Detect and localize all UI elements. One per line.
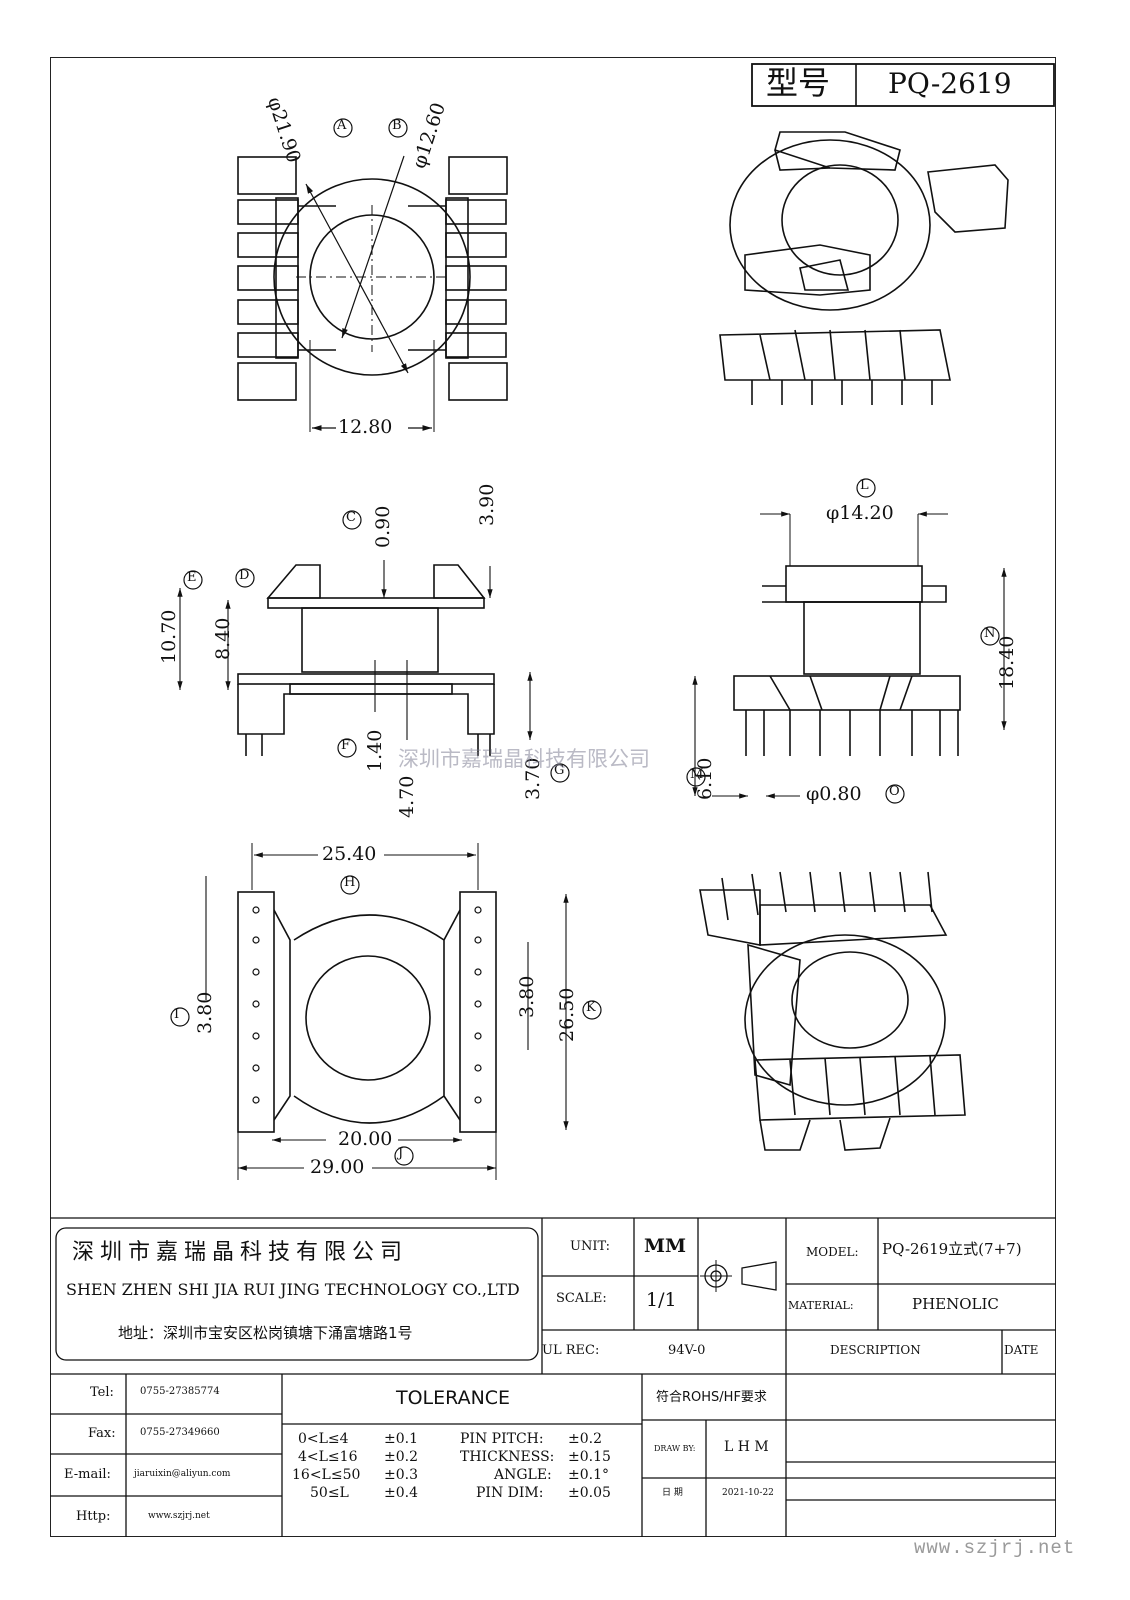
email-value[interactable]: jiaruixin@aliyun.com [134, 1469, 231, 1479]
dim-29-00: 29.00 [310, 1156, 365, 1178]
pin-pitch-value: ±0.2 [568, 1431, 602, 1447]
material-value: PHENOLIC [912, 1295, 999, 1313]
tol-value-1: ±0.1 [384, 1431, 418, 1447]
fax-label: Fax: [88, 1426, 116, 1441]
thickness-label: THICKNESS: [460, 1449, 555, 1465]
company-name-cn: 深圳市嘉瑞晶科技有限公司 [72, 1240, 409, 1265]
tol-range-1: 0<L≤4 [298, 1431, 349, 1447]
approval-date-value: 2021-10-22 [722, 1488, 774, 1498]
marker-m: M [690, 767, 704, 782]
marker-i: I [174, 1007, 180, 1022]
dim-12-80: 12.80 [338, 416, 393, 438]
marker-o: O [889, 784, 900, 799]
scale-value: 1/1 [646, 1289, 677, 1311]
draw-by-value: L H M [724, 1439, 769, 1455]
dim-10-70: 10.70 [158, 609, 180, 664]
type-label: 型号 [766, 64, 831, 102]
http-label: Http: [76, 1509, 111, 1524]
dim-0-90: 0.90 [372, 505, 394, 548]
dim-3-80-right: 3.80 [516, 975, 538, 1018]
dim-8-40: 8.40 [212, 617, 234, 660]
dim-1-40: 1.40 [364, 729, 386, 772]
approval-date-label: 日 期 [662, 1488, 683, 1498]
dim-18-40: 18.40 [996, 635, 1018, 690]
side-view [177, 510, 570, 783]
angle-value: ±0.1° [568, 1467, 609, 1483]
fax-value: 0755-27349660 [140, 1427, 220, 1438]
front-view [686, 478, 1007, 804]
tol-value-3: ±0.3 [384, 1467, 418, 1483]
pin-dim-label: PIN DIM: [476, 1485, 544, 1501]
email-label: E-mail: [64, 1467, 111, 1482]
dim-phi-14-20: φ14.20 [826, 502, 894, 524]
ul-value: 94V-0 [668, 1343, 706, 1358]
marker-b: B [392, 118, 402, 133]
dim-26-50: 26.50 [556, 987, 578, 1042]
unit-value: MM [644, 1235, 687, 1257]
dim-4-70: 4.70 [396, 775, 418, 818]
description-label: DESCRIPTION [830, 1343, 921, 1357]
ul-label: UL REC: [542, 1343, 600, 1358]
marker-j: J [398, 1146, 404, 1161]
material-label: MATERIAL: [788, 1299, 854, 1312]
marker-h: H [344, 875, 356, 890]
marker-f: F [341, 738, 351, 753]
company-name-en: SHEN ZHEN SHI JIA RUI JING TECHNOLOGY CO… [66, 1280, 520, 1299]
marker-d: D [239, 568, 250, 583]
date-label: DATE [1004, 1343, 1039, 1357]
tol-range-2: 4<L≤16 [298, 1449, 358, 1465]
tol-value-4: ±0.4 [384, 1485, 418, 1501]
bottom-view [170, 843, 602, 1180]
marker-g: G [554, 763, 565, 778]
rohs-note: 符合ROHS/HF要求 [656, 1390, 767, 1405]
dim-25-40: 25.40 [322, 843, 377, 865]
model-value: PQ-2619立式(7+7) [882, 1240, 1022, 1258]
title-block-lines [50, 1217, 1056, 1537]
thickness-value: ±0.15 [568, 1449, 611, 1465]
marker-a: A [337, 118, 347, 133]
dim-3-80-left: 3.80 [194, 991, 216, 1034]
tol-value-2: ±0.2 [384, 1449, 418, 1465]
type-value: PQ-2619 [888, 67, 1012, 100]
top-view [237, 118, 508, 432]
marker-e: E [187, 570, 197, 585]
company-address: 地址：深圳市宝安区松岗镇塘下涌富塘路1号 [118, 1324, 413, 1342]
drawing-frame [50, 57, 1056, 1537]
tel-value: 0755-27385774 [140, 1386, 220, 1397]
model-label: MODEL: [806, 1245, 859, 1259]
isometric-view-bottom [699, 871, 966, 1151]
tolerance-title: TOLERANCE [396, 1387, 511, 1409]
isometric-view-top [719, 131, 1009, 405]
unit-label: UNIT: [570, 1239, 611, 1254]
marker-n: N [984, 626, 996, 641]
dim-20-00: 20.00 [338, 1128, 393, 1150]
watermark-center: 深圳市嘉瑞晶科技有限公司 [398, 747, 650, 771]
pin-dim-value: ±0.05 [568, 1485, 611, 1501]
angle-label: ANGLE: [494, 1467, 552, 1483]
marker-c: C [346, 510, 356, 525]
draw-by-label: DRAW BY: [654, 1444, 696, 1453]
tol-range-4: 50≤L [310, 1485, 349, 1501]
dim-6-10: 6.10 [694, 757, 716, 800]
pin-pitch-label: PIN PITCH: [460, 1431, 544, 1447]
scale-label: SCALE: [556, 1291, 607, 1306]
dim-3-90: 3.90 [476, 483, 498, 526]
tol-range-3: 16<L≤50 [292, 1467, 361, 1483]
tel-label: Tel: [90, 1385, 114, 1400]
marker-l: L [860, 478, 869, 493]
http-value[interactable]: www.szjrj.net [148, 1511, 210, 1521]
watermark-url: www.szjrj.net [914, 1537, 1076, 1559]
marker-k: K [586, 1000, 596, 1015]
dim-phi-0-80: φ0.80 [806, 783, 862, 805]
